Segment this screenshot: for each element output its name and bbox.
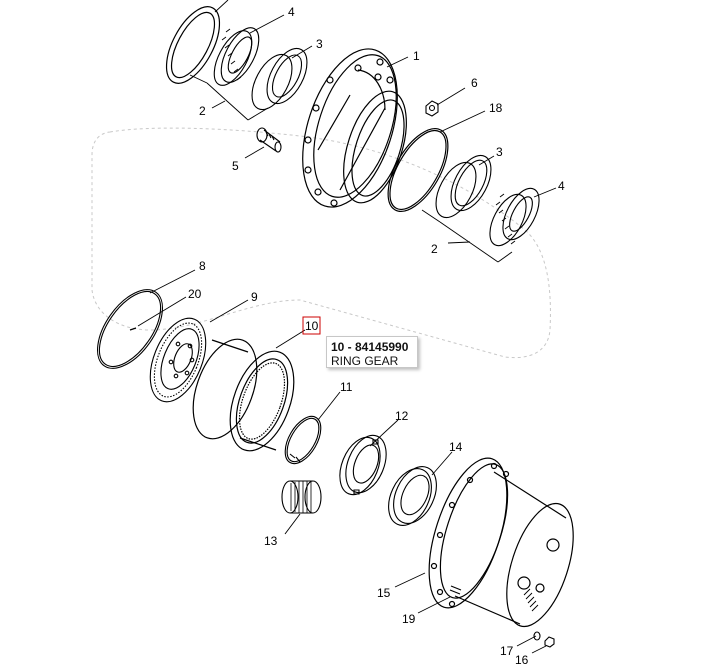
thrust-washer[interactable] xyxy=(332,429,394,500)
seal-ring-upper[interactable] xyxy=(156,0,231,91)
callout-13[interactable]: 13 xyxy=(264,534,278,548)
planetary-housing[interactable] xyxy=(413,449,586,635)
planet-carrier-gear[interactable] xyxy=(139,310,216,410)
callout-16[interactable]: 16 xyxy=(515,653,529,667)
callout-5[interactable]: 5 xyxy=(232,159,239,173)
hub-nut[interactable] xyxy=(426,101,438,116)
washer[interactable] xyxy=(534,632,540,640)
bearing-race[interactable] xyxy=(380,460,445,532)
callout-6[interactable]: 6 xyxy=(471,76,478,90)
bearing-cup-upper[interactable] xyxy=(244,42,315,116)
lock-nut[interactable] xyxy=(545,637,554,647)
callout-10-highlight-box xyxy=(302,316,321,335)
bearing-cone-lower[interactable] xyxy=(482,183,546,252)
callout-4-lower[interactable]: 4 xyxy=(558,179,565,193)
callout-3-upper[interactable]: 3 xyxy=(316,37,323,51)
wheel-stud[interactable] xyxy=(257,128,281,152)
bracket-2-upper xyxy=(189,74,269,121)
callout-1[interactable]: 1 xyxy=(413,49,420,63)
callout-12[interactable]: 12 xyxy=(395,409,409,423)
callout-17[interactable]: 17 xyxy=(500,644,514,658)
callout-8[interactable]: 8 xyxy=(199,259,206,273)
callout-10[interactable]: 10 xyxy=(305,319,319,333)
callout-2-upper[interactable]: 2 xyxy=(199,104,206,118)
drain-plug[interactable] xyxy=(450,586,461,594)
leader-lines xyxy=(137,0,557,654)
callout-11[interactable]: 11 xyxy=(340,380,353,394)
bearing-cone-upper[interactable] xyxy=(207,22,267,91)
wheel-hub[interactable] xyxy=(285,37,419,219)
callout-9[interactable]: 9 xyxy=(251,290,258,304)
callout-18[interactable]: 18 xyxy=(489,101,503,115)
bracket-2-lower xyxy=(421,209,513,263)
part-tooltip: 10 - 84145990 RING GEAR xyxy=(326,336,418,368)
o-ring[interactable] xyxy=(376,119,460,221)
callout-20[interactable]: 20 xyxy=(188,287,202,301)
callout-19[interactable]: 19 xyxy=(402,612,416,626)
tooltip-part-number: 10 - 84145990 xyxy=(331,340,409,354)
callout-3-lower[interactable]: 3 xyxy=(496,145,503,159)
assembly-group-outline xyxy=(91,127,551,359)
bearing-cup-lower[interactable] xyxy=(428,149,499,224)
callout-2-lower[interactable]: 2 xyxy=(431,242,438,256)
callout-15[interactable]: 15 xyxy=(377,586,391,600)
roll-pin[interactable] xyxy=(130,328,136,330)
callout-14[interactable]: 14 xyxy=(449,440,463,454)
callout-4-upper[interactable]: 4 xyxy=(288,5,295,19)
snap-ring[interactable] xyxy=(85,278,176,379)
callout-labels: 1 2 2 3 3 4 4 5 6 8 9 11 12 13 14 15 16 … xyxy=(188,5,565,667)
circlip[interactable] xyxy=(278,410,328,469)
tooltip-part-description: RING GEAR xyxy=(331,354,399,368)
ring-gear[interactable] xyxy=(181,331,306,460)
planet-gear[interactable] xyxy=(282,481,321,513)
